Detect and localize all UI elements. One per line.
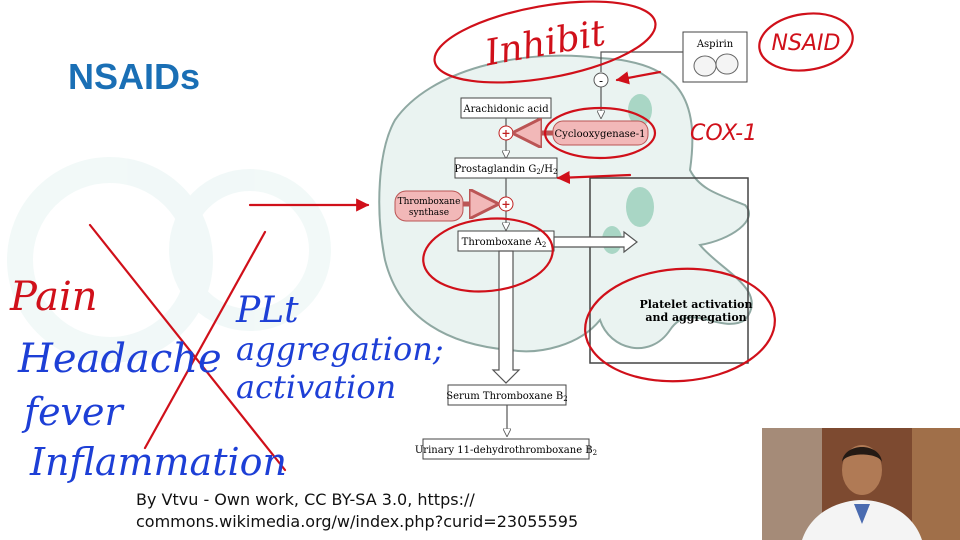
attribution-caption: By Vtvu - Own work, CC BY-SA 3.0, https:…: [136, 489, 606, 533]
presenter-image: [762, 428, 960, 540]
platelet-activation-box: [589, 177, 749, 364]
red-annotations: [88, 0, 854, 472]
granule: [626, 187, 654, 227]
thromboxane-synthase-label: Thromboxane: [398, 197, 461, 207]
pain-note: Pain: [9, 274, 98, 320]
aspirin-box: [682, 31, 748, 83]
red-arrow: [615, 70, 662, 85]
plus-circle: [498, 196, 514, 212]
excretion-arrow: [491, 250, 521, 384]
arachidonic-acid-label: Arachidonic acid: [462, 104, 549, 115]
aspirin-label: Aspirin: [696, 39, 734, 50]
fever-note: fever: [21, 390, 126, 434]
nsaid-note: NSAID: [772, 31, 841, 56]
aggregation-note: aggregation;: [236, 330, 444, 368]
inflammation-note: Inflammation: [29, 440, 287, 484]
red-arrow: [556, 170, 632, 185]
platelet-aggregation-label: and aggregation: [645, 311, 746, 324]
minus-sign: -: [599, 74, 603, 88]
txa2-circle-mark: [422, 217, 554, 293]
aspirin-pill-icon: [715, 53, 739, 75]
activation-note: activation: [236, 368, 396, 406]
watermark: [7, 157, 331, 363]
activation-arrow: [553, 230, 638, 254]
cox1-note: COX-1: [690, 121, 757, 146]
urinary-thromboxane-label: Urinary 11-dehydrothromboxane B2: [415, 445, 597, 457]
cox-circle-mark: [543, 106, 657, 160]
plus-sign: +: [501, 198, 510, 211]
cross-out-line: [88, 223, 287, 472]
urinary-thromboxane-box: [422, 438, 590, 460]
inhibit-circle-mark: [433, 0, 657, 84]
aspirin-pill-icon: [693, 55, 717, 77]
cyclooxygenase-label: Cyclooxygenase-1: [555, 129, 646, 140]
nsaid-circle-mark: [758, 12, 854, 72]
platelet-circle-mark: [584, 267, 776, 383]
serum-thromboxane-label: Serum Thromboxane B2: [446, 391, 567, 403]
presenter-webcam: [762, 428, 960, 540]
plt-note: PLt: [235, 290, 299, 331]
thromboxane-synthase-label: synthase: [409, 208, 449, 218]
caption-line: By Vtvu - Own work, CC BY-SA 3.0, https:…: [136, 490, 475, 509]
thromboxane-a2-label: Thromboxane A2: [462, 237, 547, 249]
prostaglandin-label: Prostaglandin G2/H2: [455, 164, 558, 176]
plus-sign: +: [501, 127, 510, 140]
platelet-activation-label: Platelet activation: [640, 298, 753, 311]
headache-note: Headache: [17, 336, 222, 382]
slide-title: NSAIDs: [68, 56, 201, 97]
caption-line: commons.wikimedia.org/w/index.php?curid=…: [136, 512, 579, 531]
cross-out-line: [143, 230, 267, 450]
